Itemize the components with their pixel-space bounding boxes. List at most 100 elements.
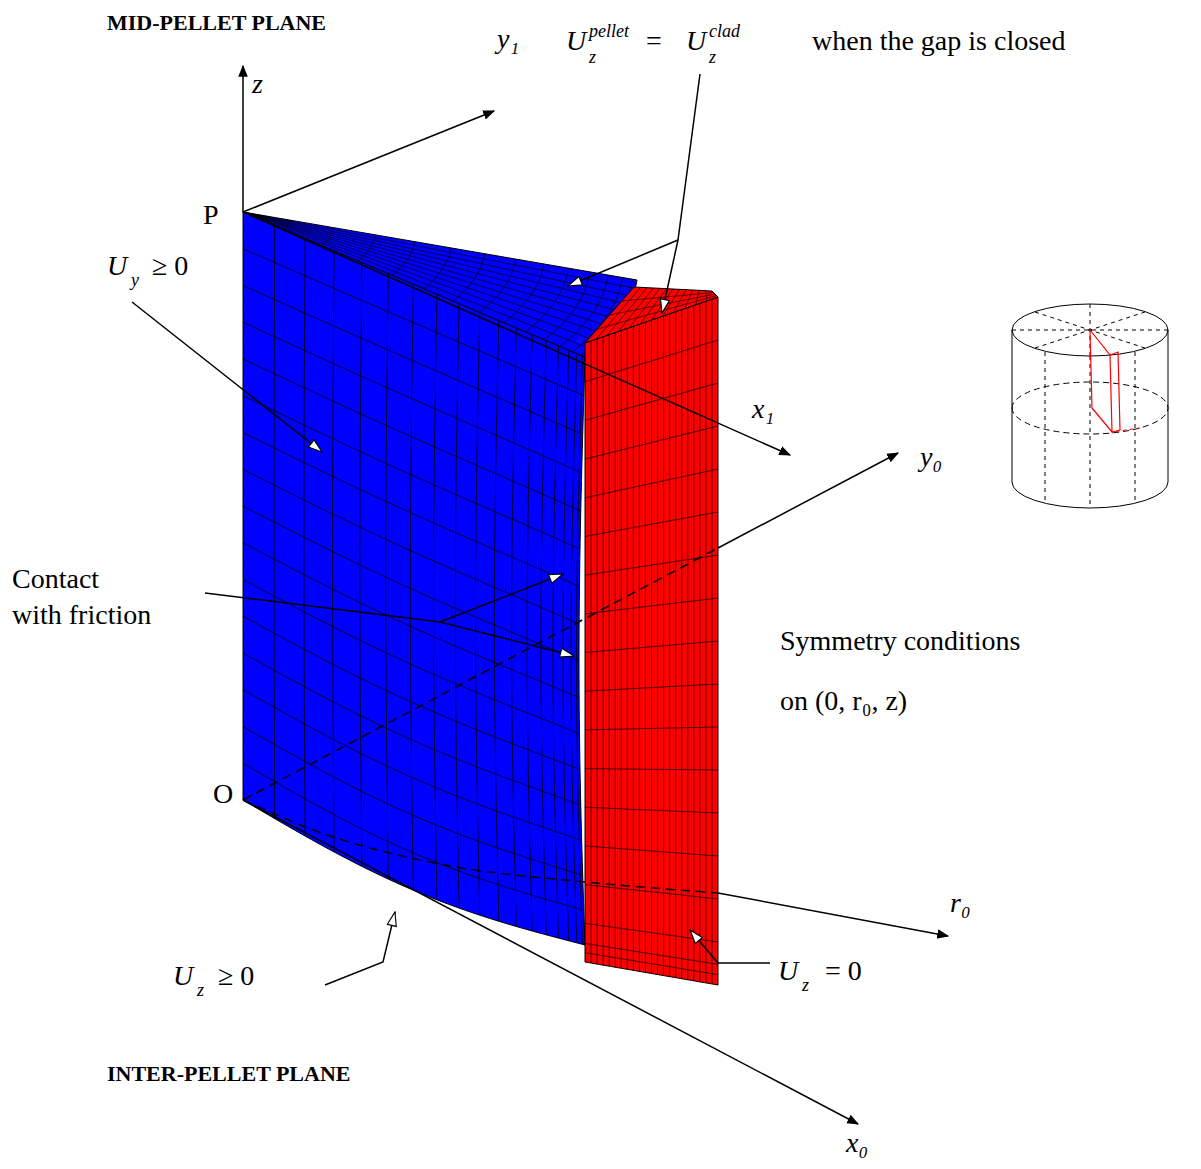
clad-mesh-line bbox=[585, 769, 718, 770]
mesh-group bbox=[243, 212, 718, 985]
pellet-top-face bbox=[243, 212, 637, 357]
pellet-top-mesh bbox=[243, 212, 621, 320]
pellet-mesh-line bbox=[360, 262, 362, 866]
condition-operator: = bbox=[646, 27, 662, 55]
pellet-mesh-line bbox=[571, 354, 577, 943]
cylinder-inset bbox=[1012, 304, 1168, 508]
pellet-top-mesh bbox=[392, 242, 415, 276]
pellet-top-mesh bbox=[243, 212, 594, 350]
pellet-top-mesh bbox=[358, 235, 375, 261]
pellet-mesh-line bbox=[512, 328, 517, 927]
x1-axis bbox=[243, 212, 790, 455]
condition-superscript: pellet bbox=[589, 22, 629, 40]
y0-axis bbox=[718, 453, 898, 548]
pellet-top-mesh bbox=[480, 259, 516, 312]
clad-mesh-line bbox=[585, 807, 718, 813]
pellet-mesh-line bbox=[563, 350, 569, 941]
axis-label: y₀ bbox=[920, 443, 942, 471]
pellet-mesh-line bbox=[410, 284, 413, 890]
pellet-mesh-line bbox=[434, 294, 437, 900]
condition-subscript: z bbox=[709, 48, 716, 66]
pellet-top-mesh bbox=[243, 212, 629, 305]
condition-subscript: z bbox=[197, 981, 204, 999]
axis-label: x₁ bbox=[752, 395, 774, 423]
pellet-mesh-line bbox=[243, 616, 580, 769]
pellet-mesh-line bbox=[386, 274, 389, 880]
pellet-mesh-line bbox=[243, 506, 579, 661]
clad-mesh-line bbox=[585, 846, 718, 856]
z-axis bbox=[242, 66, 244, 212]
pellet-mesh-line bbox=[243, 322, 582, 473]
condition-note: when the gap is closed bbox=[812, 27, 1066, 55]
point-label: P bbox=[203, 201, 219, 229]
leader-line bbox=[440, 622, 574, 656]
clad-top-mesh bbox=[622, 293, 714, 302]
y0-axis-hidden bbox=[243, 548, 718, 800]
pellet-mesh-line bbox=[243, 580, 579, 734]
y1-axis bbox=[243, 111, 494, 212]
plane-heading: INTER-PELLET PLANE bbox=[107, 1063, 350, 1085]
r0-axis-hidden bbox=[243, 800, 718, 893]
clad-top-mesh bbox=[597, 296, 716, 330]
leader-line bbox=[325, 912, 395, 985]
condition-symbol: U bbox=[778, 957, 798, 985]
pellet-top-mesh bbox=[504, 264, 544, 323]
pellet-mesh-line bbox=[541, 341, 546, 935]
clad-face bbox=[585, 297, 718, 985]
condition-symbol: U bbox=[173, 962, 193, 990]
clad-mesh-line bbox=[585, 943, 718, 964]
pellet-mesh-line bbox=[527, 335, 532, 931]
point-label: O bbox=[213, 780, 233, 808]
pellet-top-mesh bbox=[243, 212, 635, 288]
clad-mesh-line bbox=[585, 953, 718, 975]
clad-mesh-line bbox=[585, 340, 718, 382]
leader-line bbox=[690, 930, 770, 963]
clad-mesh-line bbox=[585, 598, 718, 614]
pellet-top-mesh bbox=[243, 212, 601, 343]
condition-value: = 0 bbox=[825, 957, 862, 985]
pellet-mesh-line bbox=[455, 304, 459, 908]
condition-symbol: U bbox=[107, 252, 127, 280]
axis-label: x₀ bbox=[846, 1129, 868, 1157]
pellet-top-mesh bbox=[322, 228, 334, 246]
condition-subscript: z bbox=[802, 976, 809, 994]
clad-mesh-line bbox=[585, 426, 718, 459]
clad-mesh-line bbox=[585, 684, 718, 691]
inset-dash bbox=[1090, 356, 1091, 506]
pellet-top-mesh bbox=[453, 254, 485, 301]
pellet-mesh-line bbox=[476, 312, 480, 915]
pellet-top-mesh bbox=[544, 272, 590, 340]
pellet-mesh-line bbox=[243, 690, 582, 841]
leader-line bbox=[132, 302, 322, 452]
contact-note: Contact with friction bbox=[12, 561, 154, 633]
condition-value: ≥ 0 bbox=[152, 252, 188, 280]
condition-symbol: U bbox=[566, 27, 586, 55]
axes-group bbox=[243, 66, 948, 1124]
pellet-mesh-line bbox=[243, 653, 581, 805]
clad-mesh-line bbox=[585, 469, 718, 498]
axis-label: z bbox=[252, 70, 263, 98]
condition-superscript: clad bbox=[709, 22, 740, 40]
pellet-mesh-line bbox=[243, 469, 579, 624]
leader-line bbox=[678, 74, 700, 240]
inset-dash bbox=[1135, 352, 1136, 500]
condition-value: ≥ 0 bbox=[218, 962, 254, 990]
condition-symbol: U bbox=[686, 27, 706, 55]
pellet-top-mesh bbox=[283, 220, 289, 229]
leader-line bbox=[205, 593, 440, 622]
inset-wedge bbox=[1092, 408, 1140, 432]
r0-axis bbox=[718, 893, 948, 936]
clad-top-face bbox=[585, 287, 718, 343]
pellet-mesh-line bbox=[243, 543, 579, 698]
condition-subscript: z bbox=[589, 48, 596, 66]
pellet-mesh-line bbox=[494, 320, 498, 921]
pellet-top-mesh bbox=[243, 212, 615, 328]
inset-wedge bbox=[1090, 330, 1120, 432]
pellet-top-mesh bbox=[424, 248, 451, 289]
pellet-mesh-line bbox=[243, 763, 584, 910]
pellet-top-mesh bbox=[243, 212, 609, 335]
leader-line bbox=[440, 574, 563, 622]
pellet-top-mesh bbox=[526, 268, 569, 332]
symmetry-note: Symmetry conditions on (0, r₀, z) bbox=[780, 611, 1023, 731]
